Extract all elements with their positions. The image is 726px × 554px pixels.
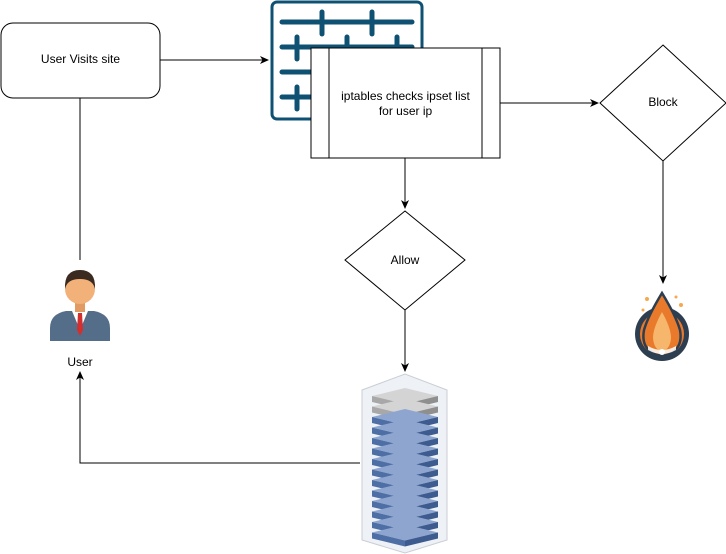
user-visits-site-label: User Visits site (40, 52, 121, 66)
iptables-process-box (310, 47, 501, 159)
allow-diamond (344, 210, 466, 311)
user-label: User (67, 355, 93, 369)
fire-icon (635, 290, 689, 361)
block-label: Block (648, 95, 678, 109)
server-unit-side (405, 532, 438, 547)
block-diamond (599, 44, 726, 162)
edge-server-to-user (76, 371, 360, 464)
iptables-check-label: iptables checks ipset list for user ip (341, 89, 470, 118)
user-visits-site-box (0, 22, 161, 99)
server-units (372, 388, 438, 547)
edges (76, 56, 667, 464)
server-unit-face (372, 532, 405, 547)
allow-label: Allow (390, 253, 420, 267)
person-icon (50, 270, 110, 341)
server-rack-icon (361, 373, 448, 554)
